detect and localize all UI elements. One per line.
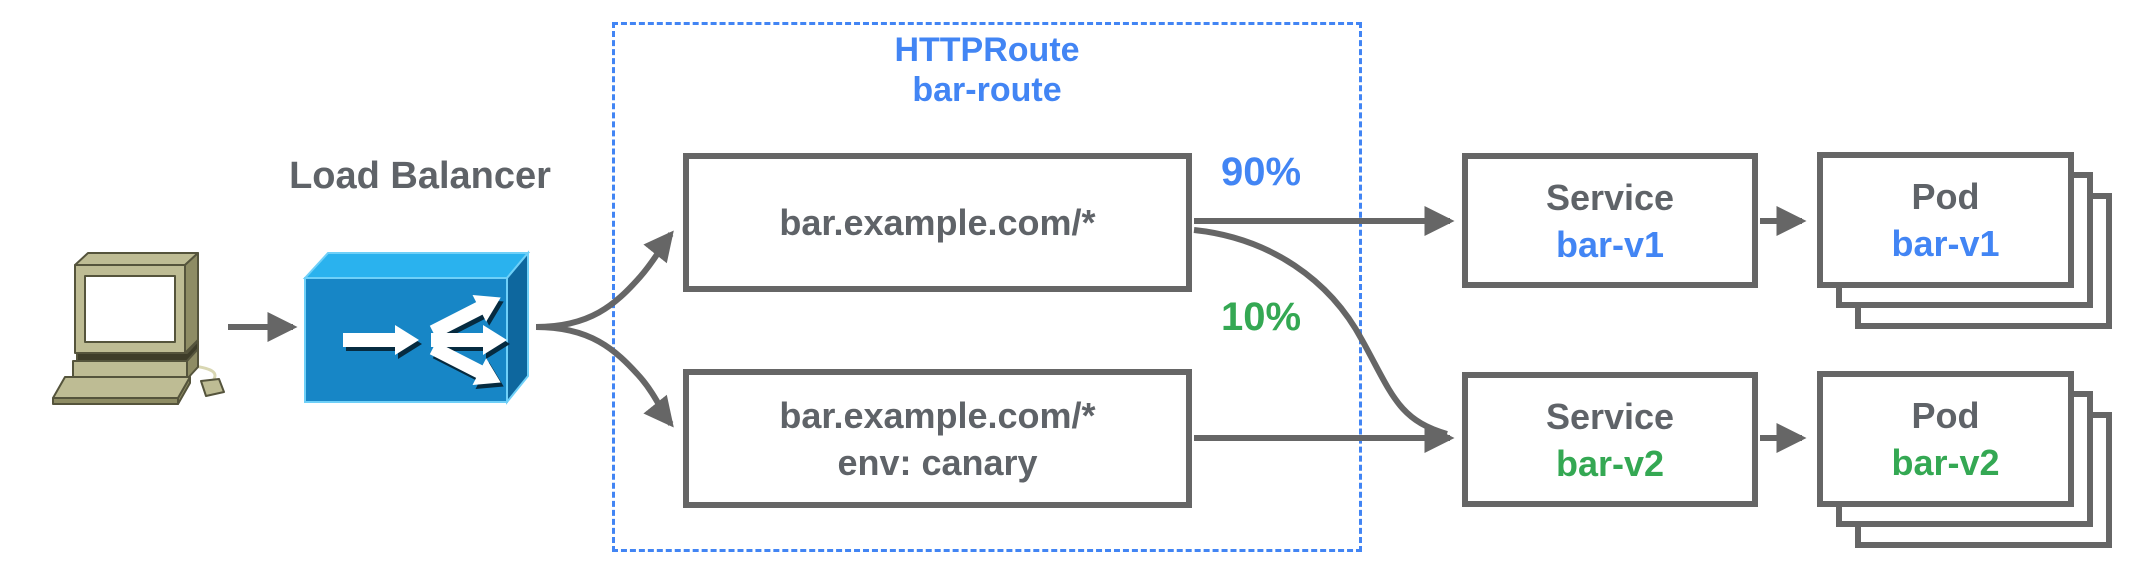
- httproute-title-block: HTTPRoute bar-route: [762, 30, 1212, 110]
- lb-side-face: [506, 250, 529, 405]
- route-rule-canary-header: env: canary: [837, 441, 1038, 483]
- load-balancer-label: Load Balancer: [289, 155, 551, 197]
- pod-v1-name: bar-v1: [1891, 223, 2000, 264]
- route-rule-primary-box: bar.example.com/*: [683, 153, 1192, 292]
- arrow-lb-to-rule-primary: [535, 230, 674, 330]
- weight-90-label: 90%: [1220, 150, 1302, 194]
- pod-bar-v1-box: Pod bar-v1: [1817, 152, 2074, 288]
- pod-bar-v1-stack: Pod bar-v1: [1817, 152, 2113, 330]
- httproute-group-outline: [612, 22, 1362, 552]
- route-rule-primary-match: bar.example.com/*: [779, 202, 1096, 243]
- service-v1-kind: Service: [1545, 176, 1675, 218]
- monitor-side: [184, 252, 199, 354]
- service-bar-v2-box: Service bar-v2: [1462, 372, 1758, 507]
- keyboard-top: [52, 376, 191, 399]
- keyboard-front: [52, 397, 179, 405]
- route-rule-canary-box: bar.example.com/* env: canary: [683, 369, 1192, 508]
- pod-bar-v2-stack: Pod bar-v2: [1817, 371, 2113, 549]
- service-bar-v1-box: Service bar-v1: [1462, 153, 1758, 288]
- load-balancer-icon: [302, 250, 531, 405]
- pod-v2-name: bar-v2: [1891, 442, 2000, 483]
- monitor-top: [74, 252, 199, 266]
- curve-rule-primary-to-service-v2: [1193, 227, 1448, 437]
- lb-top-face: [302, 252, 531, 279]
- service-v2-name: bar-v2: [1555, 442, 1665, 484]
- weight-10-label: 10%: [1220, 295, 1302, 339]
- pod-v1-kind: Pod: [1911, 176, 1980, 217]
- pod-bar-v2-box: Pod bar-v2: [1817, 371, 2074, 507]
- httproute-name: bar-route: [912, 71, 1062, 109]
- arrow-lb-to-rule-canary: [535, 324, 674, 428]
- service-v1-name: bar-v1: [1555, 223, 1665, 265]
- computer-icon: [52, 252, 225, 405]
- httproute-title: HTTPRoute: [894, 31, 1080, 69]
- service-v2-kind: Service: [1545, 395, 1675, 437]
- pod-v2-kind: Pod: [1911, 395, 1980, 436]
- monitor-screen: [84, 275, 176, 343]
- route-rule-canary-match: bar.example.com/*: [779, 394, 1096, 436]
- computer-mouse: [200, 378, 225, 397]
